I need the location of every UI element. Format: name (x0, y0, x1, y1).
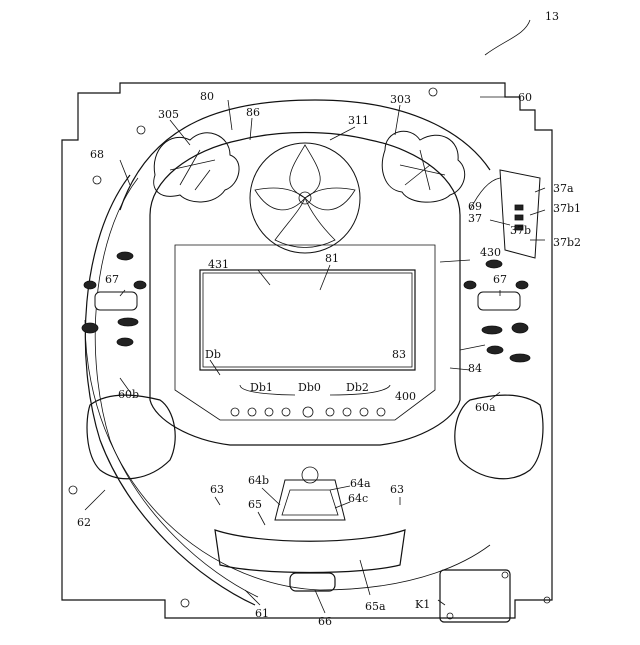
label-37: 37 (468, 212, 482, 225)
label-64c: 64c (348, 492, 368, 505)
label-64b: 64b (248, 474, 269, 487)
label-37b: 37b (510, 224, 531, 237)
component-K1 (440, 570, 510, 622)
label-67-left: 67 (105, 273, 119, 286)
label-37b2: 37b2 (553, 236, 581, 249)
label-60: 60 (518, 91, 532, 104)
label-Db0: Db0 (298, 381, 321, 394)
label-Db2: Db2 (346, 381, 369, 394)
bottom-tray-65 (215, 530, 405, 573)
display-screen-81 (200, 270, 415, 370)
label-65: 65 (248, 498, 262, 511)
label-68: 68 (90, 148, 104, 161)
label-60a: 60a (475, 401, 496, 414)
label-63-right: 63 (390, 483, 404, 496)
guide-rail-inner (85, 320, 490, 590)
label-Db: Db (205, 348, 221, 361)
label-63-left: 63 (210, 483, 224, 496)
label-81: 81 (325, 252, 339, 265)
label-Db1: Db1 (250, 381, 273, 394)
label-86: 86 (246, 106, 260, 119)
display-screen-81-inner (203, 273, 412, 367)
label-37a: 37a (553, 182, 574, 195)
label-400: 400 (395, 390, 416, 403)
label-83: 83 (392, 348, 406, 361)
rail-62 (85, 175, 255, 605)
label-311: 311 (348, 114, 369, 127)
indicator-lamps (231, 407, 385, 417)
label-84: 84 (468, 362, 482, 375)
side-wing-60a (455, 395, 543, 479)
label-65a: 65a (365, 600, 386, 613)
label-80: 80 (200, 90, 214, 103)
outlet-66 (290, 573, 335, 591)
leaf-decoration-303 (382, 131, 464, 202)
label-64a: 64a (350, 477, 371, 490)
label-305: 305 (158, 108, 179, 121)
label-303: 303 (390, 93, 411, 106)
pocket-67-right (478, 292, 520, 310)
leader-lines (85, 20, 545, 613)
central-flower-311 (250, 143, 360, 253)
fish-decorations (82, 252, 530, 362)
label-K1: K1 (415, 598, 430, 611)
label-62: 62 (77, 516, 91, 529)
label-61: 61 (255, 607, 269, 620)
label-66: 66 (318, 615, 332, 628)
side-wing-60b (87, 395, 175, 479)
label-431: 431 (208, 258, 229, 271)
label-67-right: 67 (493, 273, 507, 286)
label-13: 13 (545, 10, 559, 23)
pocket-67-left (95, 292, 137, 310)
label-60b: 60b (118, 388, 139, 401)
label-430: 430 (480, 246, 501, 259)
start-chucker-64 (275, 467, 345, 520)
label-37b1: 37b1 (553, 202, 581, 215)
